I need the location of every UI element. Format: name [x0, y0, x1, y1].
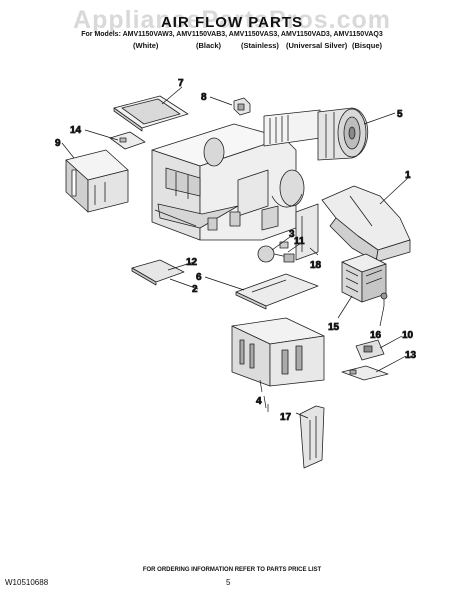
- callout-8: 8: [201, 92, 207, 103]
- part-8-bracket: [233, 97, 251, 116]
- callout-16: 16: [370, 330, 382, 341]
- callout-2: 2: [192, 284, 198, 295]
- callout-7: 7: [178, 78, 184, 89]
- part-14-damper: [109, 131, 146, 150]
- callout-14: 14: [70, 125, 82, 136]
- part-13-bracket: [341, 365, 389, 381]
- callout-1: 1: [405, 170, 411, 181]
- ordering-note: FOR ORDERING INFORMATION REFER TO PARTS …: [142, 567, 322, 573]
- watermark: AppliancePartsPros.com: [73, 6, 391, 34]
- main-cavity-housing: [151, 123, 305, 241]
- callout-15: 15: [328, 322, 340, 333]
- part-16-screw: [380, 292, 388, 306]
- finish-white: (White): [133, 41, 159, 50]
- part-5-blower-motor: [263, 107, 369, 161]
- document-number: W10510688: [5, 578, 49, 587]
- page-number: 5: [226, 578, 231, 587]
- callout-17: 17: [280, 412, 292, 423]
- leader-lines: [61, 86, 411, 419]
- callout-9: 9: [55, 138, 61, 149]
- page-title: AIR FLOW PARTS: [160, 14, 304, 31]
- callout-12: 12: [186, 257, 198, 268]
- part-1-duct-shroud: [321, 185, 411, 263]
- callout-3: 3: [289, 229, 295, 240]
- part-3-11-switch-fuse: [257, 241, 295, 263]
- model-list: For Models: AMV1150VAW3, AMV1150VAB3, AM…: [81, 31, 383, 38]
- callout-18: 18: [310, 260, 322, 271]
- callout-4: 4: [256, 396, 262, 407]
- part-10-label-plate: [355, 339, 385, 361]
- part-6-cover-plate: [235, 273, 319, 310]
- callout-numbers: 1 2 3 4 5 6 7 8 9 10 11 12 13 14 15 16 1…: [55, 78, 417, 424]
- part-7-filter: [113, 95, 189, 132]
- part-17-lower-duct: [299, 405, 325, 469]
- callout-6: 6: [196, 272, 202, 283]
- part-4-louver-panel: [231, 317, 325, 387]
- callout-11: 11: [294, 236, 305, 247]
- part-9-vent-duct: [65, 149, 129, 213]
- part-18-side-plate: [295, 203, 319, 261]
- part-2-12-lower-plate: [131, 259, 185, 286]
- callout-5: 5: [397, 109, 403, 120]
- part-15-transformer: [341, 253, 387, 303]
- callout-10: 10: [402, 330, 414, 341]
- callout-13: 13: [405, 350, 417, 361]
- finish-universal-silver: (Universal Silver): [286, 41, 348, 50]
- finish-bisque: (Bisque): [352, 41, 382, 50]
- finish-black: (Black): [196, 41, 222, 50]
- finish-stainless: (Stainless): [241, 41, 279, 50]
